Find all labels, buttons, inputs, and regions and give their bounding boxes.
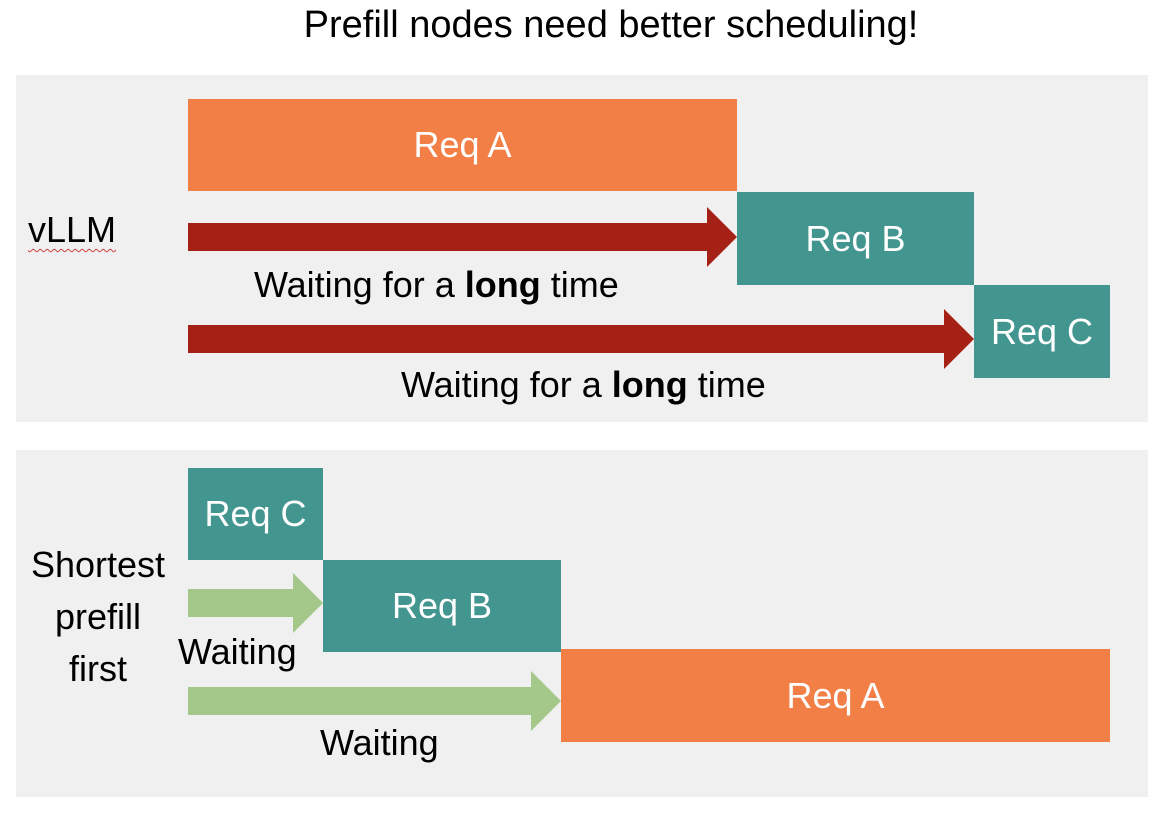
caption-bold-text: long — [464, 264, 541, 305]
vllm-req-a-label: Req A — [413, 124, 512, 165]
vllm-req-c-box: Req C — [974, 285, 1110, 378]
spf-req-b-label: Req B — [391, 585, 493, 626]
long-wait-arrow-shape — [188, 309, 974, 369]
caption-text: Waiting for a — [401, 364, 612, 405]
caption-bold-text: long — [611, 364, 688, 405]
caption-text: Waiting for a — [254, 264, 465, 305]
spf-wait-arrow-b — [188, 573, 323, 633]
spf-panel — [16, 450, 1148, 797]
diagram-title: Prefill nodes need better scheduling! — [303, 4, 919, 46]
short-wait-arrow-shape — [188, 573, 323, 633]
spf-wait-arrow-a — [188, 671, 561, 731]
short-wait-arrow-shape — [188, 671, 561, 731]
spf-label: Shortest prefill first — [18, 539, 178, 695]
vllm-wait-caption-2: Waiting for a long time — [401, 364, 766, 406]
vllm-req-b-label: Req B — [805, 217, 906, 259]
spf-label-line-2: prefill — [54, 596, 142, 637]
spf-req-b-box: Req B — [323, 560, 561, 652]
spf-req-c-box: Req C — [188, 468, 323, 560]
spf-req-c-label: Req C — [204, 493, 307, 534]
vllm-wait-caption-1: Waiting for a long time — [254, 264, 619, 306]
spf-label-line-1: Shortest — [30, 544, 166, 585]
spf-wait-caption-2: Waiting — [320, 722, 439, 763]
spf-wait-caption-1: Waiting — [178, 631, 297, 672]
vllm-wait-arrow-c — [188, 309, 974, 369]
spf-req-a-label: Req A — [786, 674, 885, 716]
spf-req-a-box: Req A — [561, 649, 1110, 742]
caption-text: time — [540, 264, 619, 305]
caption-text: time — [687, 364, 766, 405]
vllm-req-b-box: Req B — [737, 192, 974, 285]
vllm-label: vLLM — [28, 209, 117, 250]
vllm-req-a-box: Req A — [188, 99, 737, 191]
vllm-wait-arrow-b — [188, 207, 737, 267]
vllm-req-c-label: Req C — [990, 310, 1094, 352]
spf-label-line-3: first — [69, 648, 127, 689]
long-wait-arrow-shape — [188, 207, 737, 267]
